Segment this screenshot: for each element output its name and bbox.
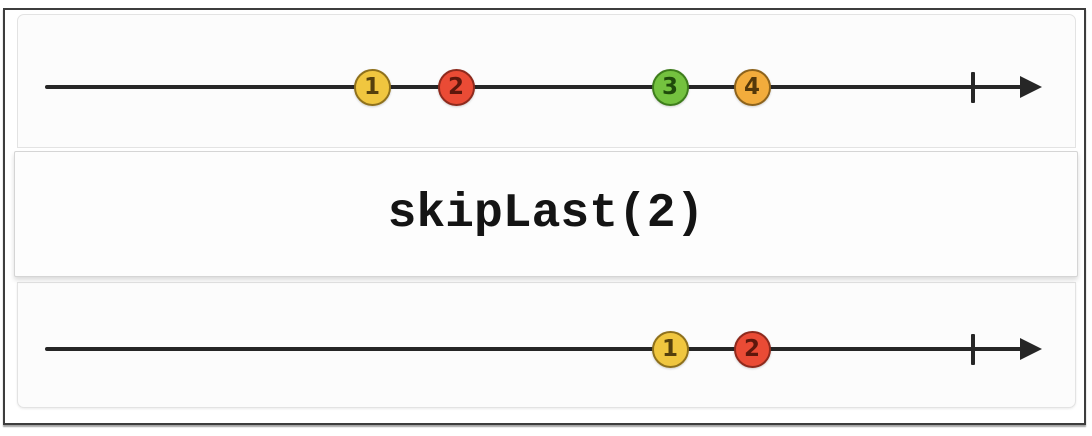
output-completion-tick (971, 333, 975, 365)
output-stream-panel (17, 282, 1076, 408)
marble-2: 2 (733, 330, 771, 368)
input-timeline-line (45, 85, 1028, 89)
input-arrowhead-icon (1020, 76, 1042, 98)
marble-3: 3 (651, 68, 689, 106)
operator-label: skipLast(2) (387, 187, 705, 241)
marble-1: 1 (353, 68, 391, 106)
marble-2: 2 (437, 68, 475, 106)
marble-4: 4 (733, 68, 771, 106)
input-stream-panel (17, 14, 1076, 148)
output-arrowhead-icon (1020, 338, 1042, 360)
input-completion-tick (971, 71, 975, 103)
operator-box: skipLast(2) (14, 151, 1078, 277)
marble-1: 1 (651, 330, 689, 368)
output-timeline-line (45, 347, 1028, 351)
